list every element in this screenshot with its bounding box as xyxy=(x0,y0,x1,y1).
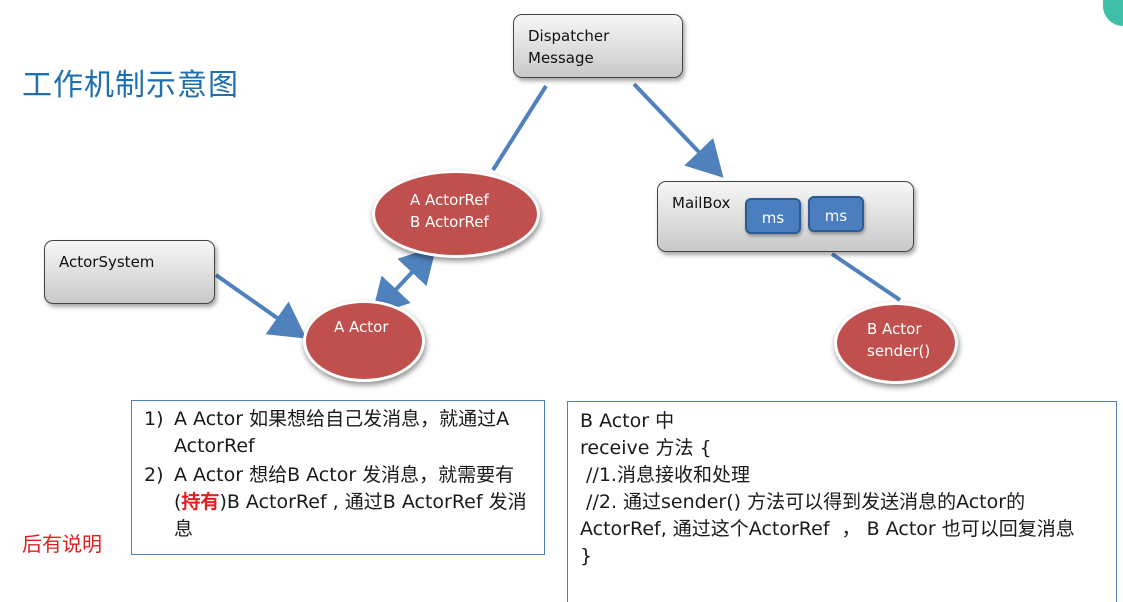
mailbox-message-2: ms xyxy=(808,196,864,232)
actor-system-box: ActorSystem xyxy=(44,240,215,304)
item-2-highlight: 持有 xyxy=(181,491,220,513)
right-note-line-3: //1.消息接收和处理 xyxy=(580,464,750,486)
mailbox-message-1: ms xyxy=(745,198,801,234)
actor-ref-node: A ActorRef B ActorRef xyxy=(372,170,540,258)
slide-corner-decoration xyxy=(1103,0,1123,26)
arrow-a-actor-refs-bidirectional xyxy=(371,246,437,316)
explanation-item-2: 2) A Actor 想给B Actor 发消息，就需要有(持有)B Actor… xyxy=(132,462,534,543)
a-actor-node: A Actor xyxy=(303,300,425,382)
right-note-line-2: receive 方法 { xyxy=(580,437,712,459)
item-1-number: 1) xyxy=(144,408,164,430)
connector-refs-to-dispatcher xyxy=(491,84,548,172)
b-actor-label: B Actor sender() xyxy=(867,320,931,360)
dispatcher-message-label: Dispatcher Message xyxy=(528,27,610,67)
right-note-line-1: B Actor 中 xyxy=(580,410,675,432)
b-actor-node: B Actor sender() xyxy=(834,302,958,384)
arrow-dispatcher-to-mailbox xyxy=(632,82,724,178)
explanation-note-right: B Actor 中 receive 方法 { //1.消息接收和处理 //2. … xyxy=(567,401,1117,602)
actor-system-label: ActorSystem xyxy=(59,253,155,271)
mailbox-box: MailBox ms ms xyxy=(657,181,914,252)
side-label: 后有说明 xyxy=(22,532,102,556)
item-1-text: A Actor 如果想给自己发消息，就通过A ActorRef xyxy=(174,408,510,457)
right-note-line-5: } xyxy=(580,545,593,567)
right-note-line-4: //2. 通过sender() 方法可以得到发送消息的Actor的ActorRe… xyxy=(580,491,1075,540)
explanation-list: 1) A Actor 如果想给自己发消息，就通过A ActorRef 2) A … xyxy=(132,406,534,543)
explanation-item-1: 1) A Actor 如果想给自己发消息，就通过A ActorRef xyxy=(132,406,534,460)
actor-ref-label: A ActorRef B ActorRef xyxy=(410,191,489,231)
connector-mailbox-to-b-actor xyxy=(830,252,902,302)
explanation-note-left: 1) A Actor 如果想给自己发消息，就通过A ActorRef 2) A … xyxy=(131,400,545,555)
arrow-actorsystem-to-a-actor xyxy=(214,273,307,339)
item-2-text-start: A Actor 想给B Actor 发消息，就需要有( xyxy=(174,464,515,513)
a-actor-label: A Actor xyxy=(334,318,389,336)
dispatcher-message-box: Dispatcher Message xyxy=(513,14,683,78)
mailbox-label: MailBox xyxy=(672,194,731,212)
page-title: 工作机制示意图 xyxy=(22,68,239,103)
item-2-number: 2) xyxy=(144,464,164,486)
item-2-text-end: )B ActorRef , 通过B ActorRef 发消息 xyxy=(174,491,527,540)
